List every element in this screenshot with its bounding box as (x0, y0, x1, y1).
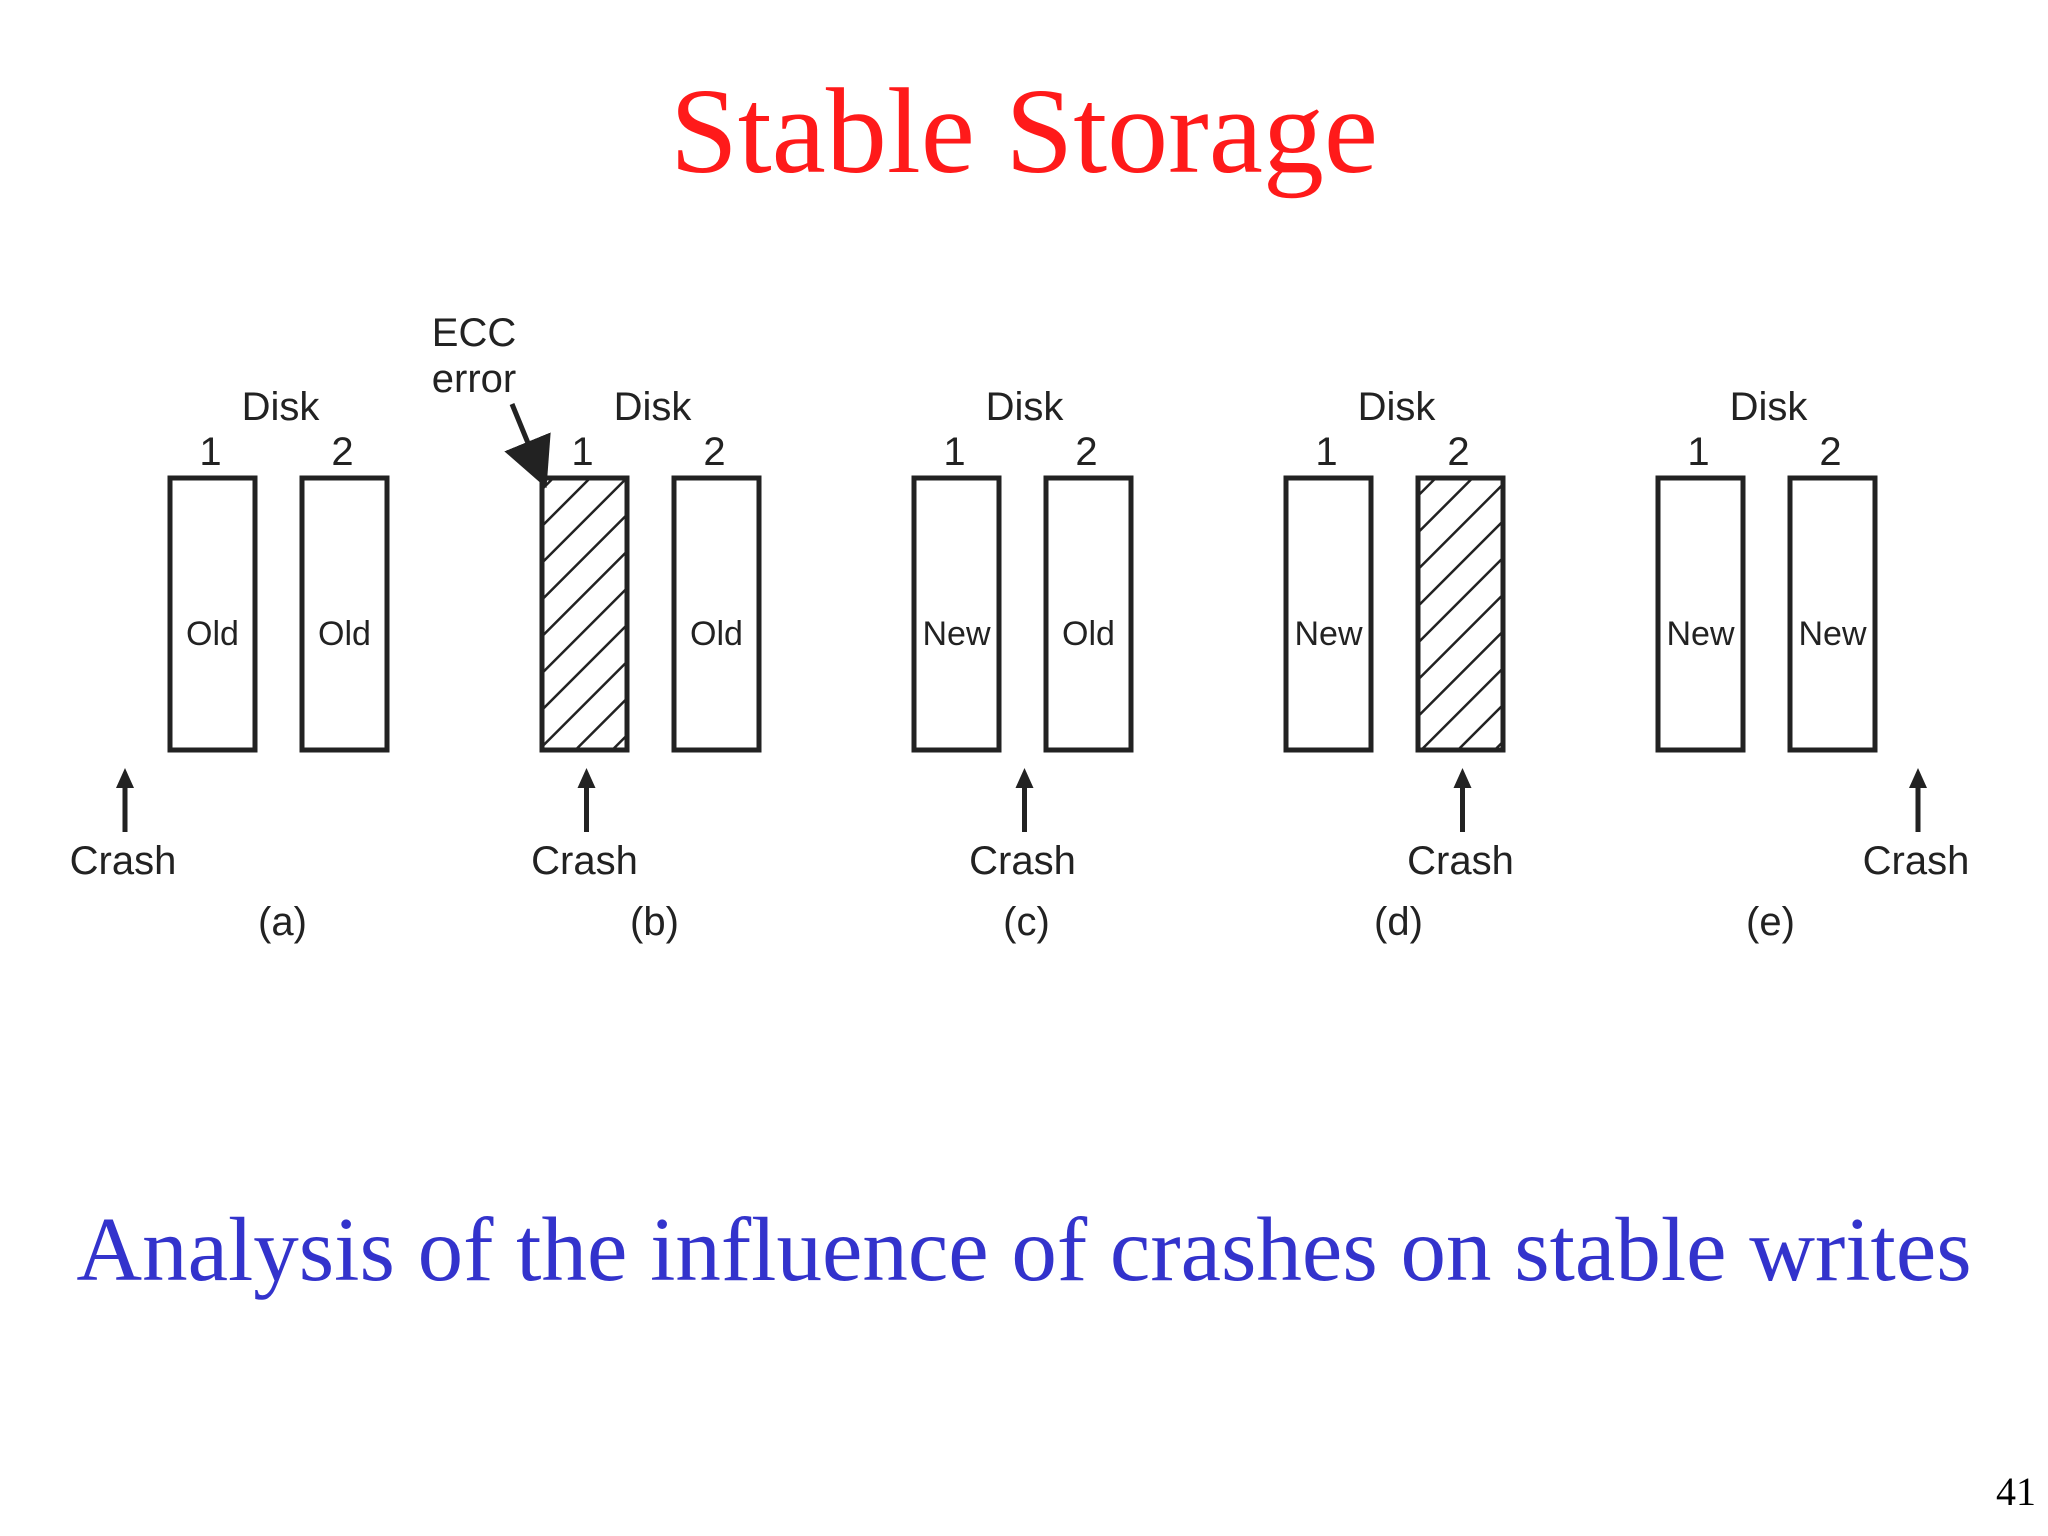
disk-header-label: Disk (1730, 385, 1809, 429)
panel-caption: (e) (1746, 900, 1795, 944)
disk2-number: 2 (1075, 430, 1097, 474)
disk2-box (671, 475, 762, 753)
crash-arrow (116, 768, 134, 832)
disk1-box-corrupted (539, 475, 630, 753)
disk2-number: 2 (1447, 430, 1469, 474)
disk1-number: 1 (1687, 430, 1709, 474)
disk1-box (1655, 475, 1746, 753)
disk2-content-label: New (1798, 615, 1866, 653)
crash-label: Crash (969, 839, 1076, 883)
panel-caption: (b) (630, 900, 679, 944)
disk1-number: 1 (1315, 430, 1337, 474)
disk1-box (911, 475, 1002, 753)
disk2-box-corrupted (1415, 475, 1506, 753)
panel-caption: (d) (1374, 900, 1423, 944)
ecc-label-line2: error (432, 357, 516, 401)
disk1-box (167, 475, 258, 753)
disk2-content-label: Old (1062, 615, 1115, 653)
crash-label: Crash (1863, 839, 1970, 883)
slide-title: Stable Storage (669, 64, 1379, 199)
disk1-content-label: Old (186, 615, 239, 653)
disk1-number: 1 (571, 430, 593, 474)
disk2-number: 2 (331, 430, 353, 474)
page-number: 41 (1996, 1469, 2036, 1514)
disk2-box (1043, 475, 1134, 753)
disk-header-label: Disk (986, 385, 1065, 429)
disk1-content-label: New (922, 615, 990, 653)
ecc-pointer-arrow (504, 403, 551, 489)
crash-label: Crash (531, 839, 638, 883)
disk2-content-label: Old (690, 615, 743, 653)
disk2-box (299, 475, 390, 753)
slide-subtitle: Analysis of the influence of crashes on … (76, 1199, 1972, 1300)
crash-label: Crash (70, 839, 177, 883)
ecc-error-annotation: ECC error (432, 311, 551, 489)
disk-header-label: Disk (614, 385, 693, 429)
crash-arrow (1909, 768, 1927, 832)
panel-caption: (c) (1003, 900, 1050, 944)
crash-arrow (1015, 768, 1034, 832)
disk2-number: 2 (1819, 430, 1841, 474)
disk2-content-label: Old (318, 615, 371, 653)
panel-caption: (a) (258, 900, 307, 944)
disk1-number: 1 (943, 430, 965, 474)
crash-arrow (577, 768, 596, 832)
ecc-label-line1: ECC (432, 311, 516, 355)
disk1-box (1283, 475, 1374, 753)
crash-label: Crash (1407, 839, 1514, 883)
crash-arrow (1453, 768, 1472, 832)
disk1-content-label: New (1666, 615, 1734, 653)
disk1-number: 1 (199, 430, 221, 474)
disk-header-label: Disk (1358, 385, 1437, 429)
disk-header-label: Disk (242, 385, 321, 429)
disk1-content-label: New (1294, 615, 1362, 653)
disk2-box (1787, 475, 1878, 753)
disk2-number: 2 (703, 430, 725, 474)
